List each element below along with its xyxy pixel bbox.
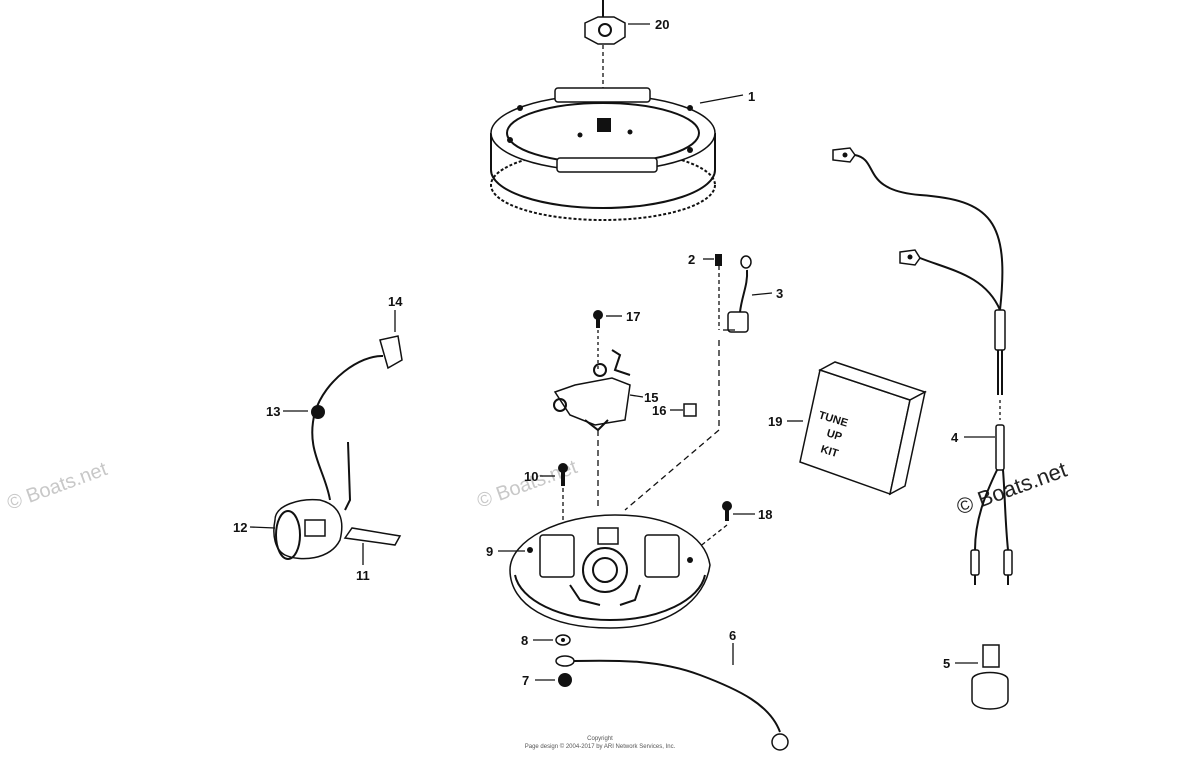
label-part-8: 8 xyxy=(521,633,528,648)
part-19-tune-up-kit[interactable]: TUNE UP KIT xyxy=(787,361,927,496)
label-part-19: 19 xyxy=(768,414,782,429)
part-1-flywheel[interactable] xyxy=(490,45,744,221)
part-8-washer[interactable] xyxy=(533,634,571,646)
part-15-breaker-points[interactable] xyxy=(553,349,644,510)
part-3-condenser[interactable] xyxy=(624,255,773,511)
part-5-kill-switch[interactable] xyxy=(955,644,1009,710)
watermark-left: © Boats.net xyxy=(4,458,110,515)
part-11-coil-shim[interactable] xyxy=(343,527,402,565)
part-9-stator-plate[interactable] xyxy=(498,514,711,629)
label-part-14: 14 xyxy=(388,294,403,309)
part-12-ignition-coil[interactable] xyxy=(249,441,352,560)
label-part-20: 20 xyxy=(655,17,669,32)
label-part-4: 4 xyxy=(951,430,959,445)
label-part-6: 6 xyxy=(729,628,736,643)
kit-text-up: UP xyxy=(825,427,843,443)
label-part-11: 11 xyxy=(356,568,370,583)
part-16-felt-wick[interactable] xyxy=(670,403,697,417)
label-part-17: 17 xyxy=(626,309,640,324)
footer-copyright-line2: Page design © 2004-2017 by ARI Network S… xyxy=(525,743,676,750)
label-part-13: 13 xyxy=(266,404,280,419)
part-13-ignition-lead[interactable] xyxy=(283,354,384,501)
part-7-nut[interactable] xyxy=(535,673,572,687)
part-17-screw[interactable] xyxy=(593,310,622,370)
part-4-ground-wire[interactable] xyxy=(832,147,1013,585)
label-part-18: 18 xyxy=(758,507,772,522)
label-part-2: 2 xyxy=(688,252,695,267)
part-20-nut[interactable] xyxy=(584,0,650,45)
kit-text-kit: KIT xyxy=(819,443,840,460)
label-part-12: 12 xyxy=(233,520,247,535)
part-2-screw[interactable] xyxy=(703,254,722,330)
part-14-spark-plug-boot[interactable] xyxy=(379,310,403,370)
label-part-3: 3 xyxy=(776,286,783,301)
label-part-15: 15 xyxy=(644,390,658,405)
watermark-right: © Boats.net xyxy=(953,457,1070,520)
label-part-5: 5 xyxy=(943,656,950,671)
label-part-1: 1 xyxy=(748,89,755,104)
label-part-9: 9 xyxy=(486,544,493,559)
label-part-7: 7 xyxy=(522,673,529,688)
part-6-ground-wire[interactable] xyxy=(555,643,789,751)
footer-copyright-line1: Copyright xyxy=(587,736,613,742)
label-part-10: 10 xyxy=(524,469,538,484)
label-part-16: 16 xyxy=(652,403,666,418)
